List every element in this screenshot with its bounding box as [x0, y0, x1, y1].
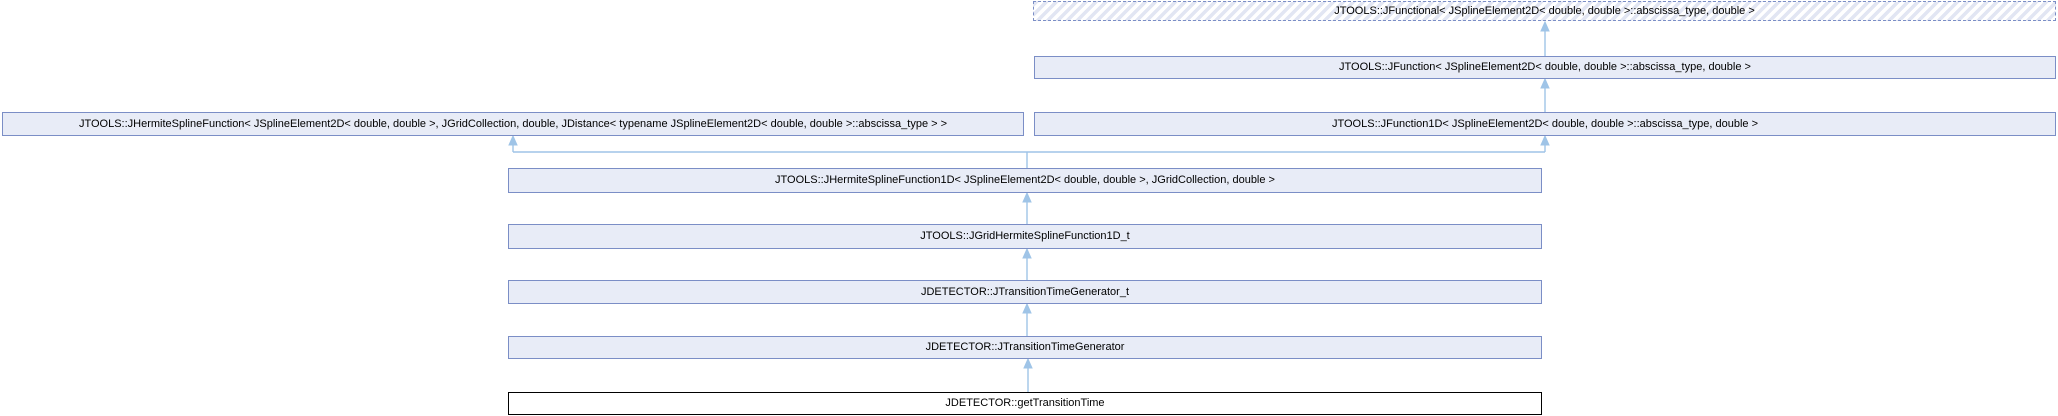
edge-jtransitiontimegenerator_t-to-jgridhermitesplinefunction1d_t: [1022, 247, 1032, 280]
node-jfunction[interactable]: JTOOLS::JFunction< JSplineElement2D< dou…: [1034, 56, 2056, 79]
node-jtransitiontimegenerator_t[interactable]: JDETECTOR::JTransitionTimeGenerator_t: [508, 280, 1542, 304]
edge-jhermitesplinefunction1d-to-parents: [508, 134, 1550, 168]
node-jgridhermitesplinefunction1d_t[interactable]: JTOOLS::JGridHermiteSplineFunction1D_t: [508, 224, 1542, 249]
node-jhermitesplinefunction1d[interactable]: JTOOLS::JHermiteSplineFunction1D< JSplin…: [508, 168, 1542, 193]
node-jtransitiontimegenerator[interactable]: JDETECTOR::JTransitionTimeGenerator: [508, 336, 1542, 359]
node-jfunctional[interactable]: JTOOLS::JFunctional< JSplineElement2D< d…: [1033, 1, 2056, 21]
edge-jtransitiontimegenerator-to-jtransitiontimegenerator_t: [1022, 302, 1032, 336]
node-jfunction1d[interactable]: JTOOLS::JFunction1D< JSplineElement2D< d…: [1034, 112, 2056, 136]
node-jhermitesplinefunction[interactable]: JTOOLS::JHermiteSplineFunction< JSplineE…: [2, 112, 1024, 136]
node-gettransitiontime: JDETECTOR::getTransitionTime: [508, 392, 1542, 415]
edge-jfunction1d-to-jfunction: [1540, 77, 1550, 112]
edge-jfunction-to-jfunctional: [1540, 20, 1550, 56]
edge-gettransitiontime-to-jtransitiontimegenerator: [1023, 357, 1033, 392]
edge-jgridhermitesplinefunction1d_t-to-jhermitesplinefunction1d: [1022, 191, 1032, 224]
